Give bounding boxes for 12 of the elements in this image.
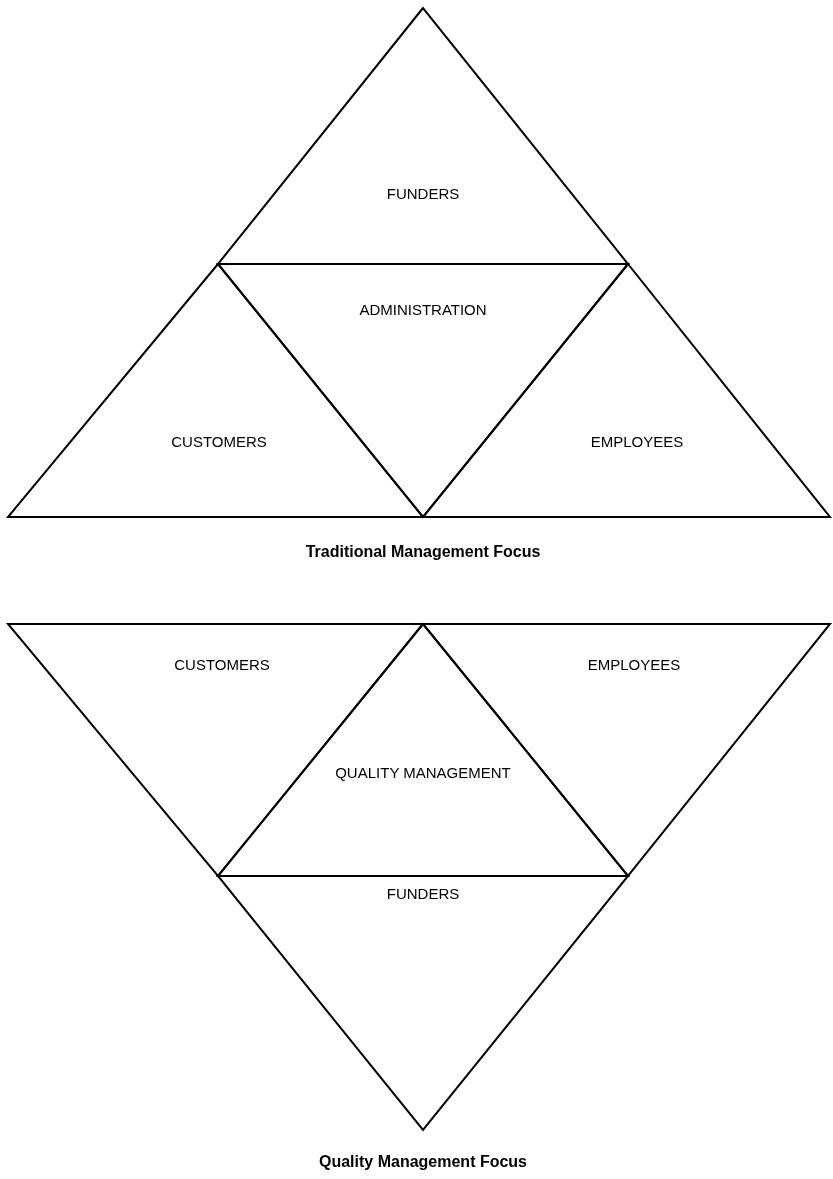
figure-caption: Traditional Management Focus bbox=[305, 543, 541, 561]
section-label: CUSTOMERS bbox=[174, 655, 270, 673]
section-label: FUNDERS bbox=[386, 884, 460, 902]
section-label: QUALITY MANAGEMENT bbox=[335, 763, 511, 781]
triangle-section bbox=[218, 876, 628, 1130]
triangle-section bbox=[218, 8, 628, 264]
section-label: ADMINISTRATION bbox=[359, 300, 487, 318]
section-label: EMPLOYEES bbox=[590, 432, 684, 450]
section-label: EMPLOYEES bbox=[587, 655, 681, 673]
section-label: FUNDERS bbox=[386, 184, 460, 202]
section-label: CUSTOMERS bbox=[171, 432, 267, 450]
figure-caption: Quality Management Focus bbox=[319, 1153, 527, 1171]
